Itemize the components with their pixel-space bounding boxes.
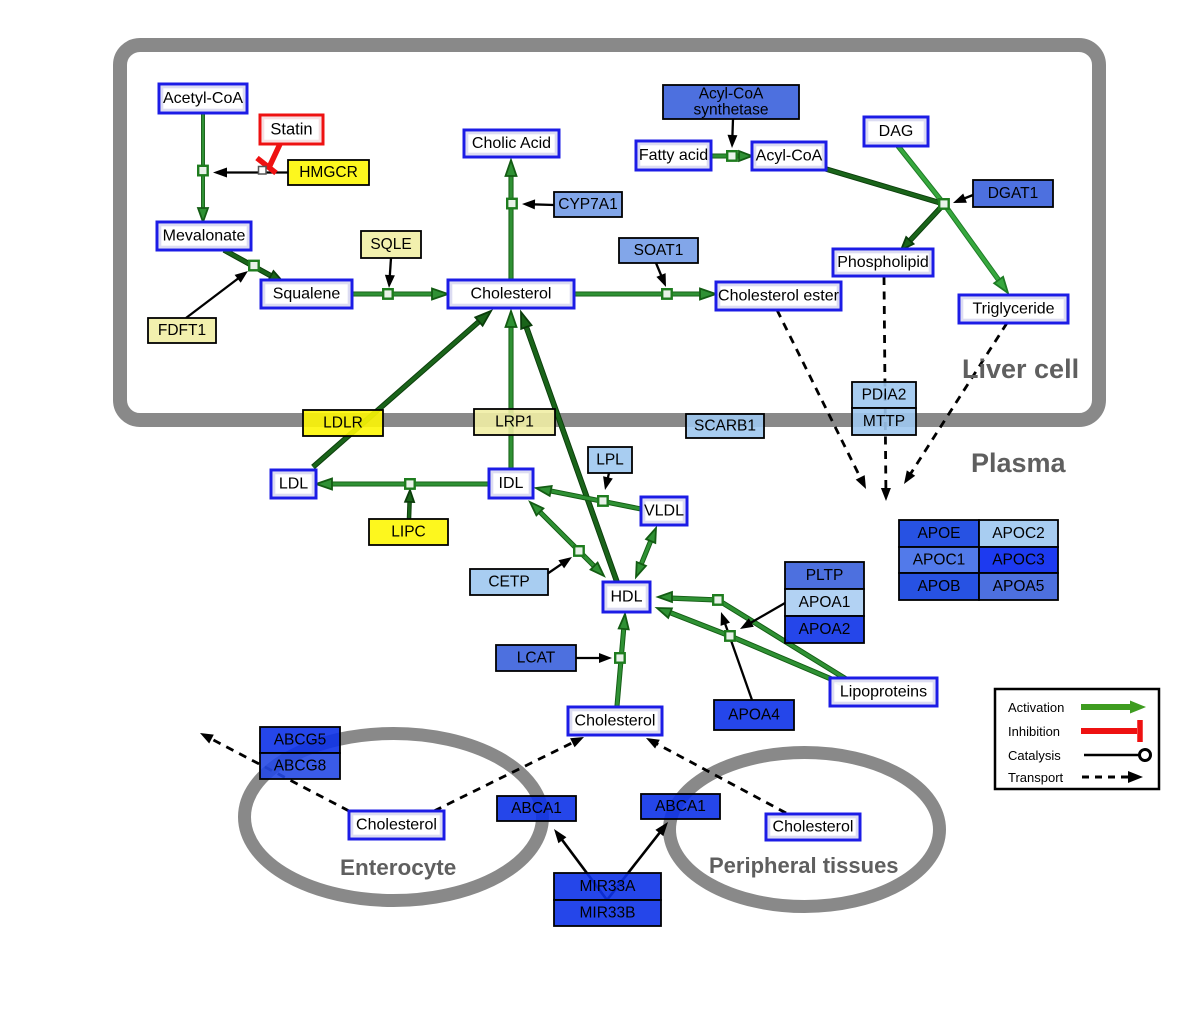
svg-text:MIR33A: MIR33A — [580, 878, 637, 895]
svg-text:PDIA2: PDIA2 — [862, 387, 907, 404]
svg-text:Acyl-CoA: Acyl-CoA — [699, 85, 764, 102]
svg-text:Peripheral tissues: Peripheral tissues — [709, 853, 899, 878]
svg-text:LIPC: LIPC — [391, 524, 425, 541]
svg-text:Statin: Statin — [270, 121, 312, 139]
svg-text:Acyl-CoA: Acyl-CoA — [756, 148, 823, 165]
svg-text:LRP1: LRP1 — [495, 414, 534, 431]
svg-text:DAG: DAG — [879, 123, 914, 140]
svg-text:Plasma: Plasma — [971, 448, 1067, 478]
svg-text:Squalene: Squalene — [273, 286, 341, 303]
svg-text:Cholesterol: Cholesterol — [471, 286, 552, 303]
svg-text:ABCG5: ABCG5 — [274, 732, 327, 749]
svg-text:APOA2: APOA2 — [799, 621, 851, 638]
svg-text:Enterocyte: Enterocyte — [340, 855, 456, 880]
svg-text:Liver cell: Liver cell — [962, 354, 1079, 384]
svg-text:LDL: LDL — [279, 476, 308, 493]
svg-text:Cholesterol: Cholesterol — [356, 817, 437, 834]
svg-text:CETP: CETP — [488, 574, 529, 591]
svg-text:LPL: LPL — [596, 452, 624, 469]
svg-text:APOC1: APOC1 — [913, 552, 966, 569]
svg-text:Acetyl-CoA: Acetyl-CoA — [163, 90, 243, 107]
svg-text:Fatty acid: Fatty acid — [639, 147, 708, 164]
svg-text:FDFT1: FDFT1 — [158, 322, 206, 339]
svg-text:LDLR: LDLR — [323, 415, 363, 432]
svg-text:Activation: Activation — [1008, 700, 1064, 715]
svg-text:SOAT1: SOAT1 — [634, 242, 684, 259]
svg-text:Phospholipid: Phospholipid — [837, 254, 929, 271]
svg-text:Cholesterol ester: Cholesterol ester — [718, 288, 840, 305]
svg-text:Cholic Acid: Cholic Acid — [472, 135, 551, 152]
svg-text:ABCG8: ABCG8 — [274, 758, 327, 775]
svg-text:Inhibition: Inhibition — [1008, 724, 1060, 739]
svg-text:SQLE: SQLE — [370, 236, 411, 253]
svg-text:CYP7A1: CYP7A1 — [558, 196, 617, 213]
svg-text:Catalysis: Catalysis — [1008, 748, 1061, 763]
svg-text:APOC3: APOC3 — [992, 552, 1045, 569]
svg-text:Cholesterol: Cholesterol — [575, 713, 656, 730]
svg-text:MTTP: MTTP — [863, 413, 905, 430]
svg-text:Mevalonate: Mevalonate — [163, 228, 246, 245]
svg-text:MIR33B: MIR33B — [580, 905, 636, 922]
svg-text:APOE: APOE — [917, 525, 960, 542]
svg-text:HDL: HDL — [610, 589, 642, 606]
svg-text:DGAT1: DGAT1 — [988, 185, 1039, 202]
svg-text:LCAT: LCAT — [517, 650, 556, 667]
svg-text:VLDL: VLDL — [644, 503, 684, 520]
svg-text:synthetase: synthetase — [694, 102, 769, 119]
svg-text:APOA4: APOA4 — [728, 707, 780, 724]
svg-text:APOA5: APOA5 — [993, 578, 1045, 595]
svg-text:ABCA1: ABCA1 — [511, 800, 562, 817]
svg-text:APOA1: APOA1 — [799, 594, 851, 611]
svg-text:APOC2: APOC2 — [992, 525, 1045, 542]
svg-text:Cholesterol: Cholesterol — [773, 819, 854, 836]
svg-text:Transport: Transport — [1008, 770, 1064, 785]
svg-text:APOB: APOB — [917, 578, 960, 595]
svg-text:HMGCR: HMGCR — [299, 164, 358, 181]
svg-text:PLTP: PLTP — [806, 567, 844, 584]
svg-text:Triglyceride: Triglyceride — [972, 301, 1054, 318]
svg-text:IDL: IDL — [499, 475, 524, 492]
svg-text:Lipoproteins: Lipoproteins — [840, 684, 927, 701]
svg-text:SCARB1: SCARB1 — [694, 418, 756, 435]
svg-text:ABCA1: ABCA1 — [655, 798, 706, 815]
